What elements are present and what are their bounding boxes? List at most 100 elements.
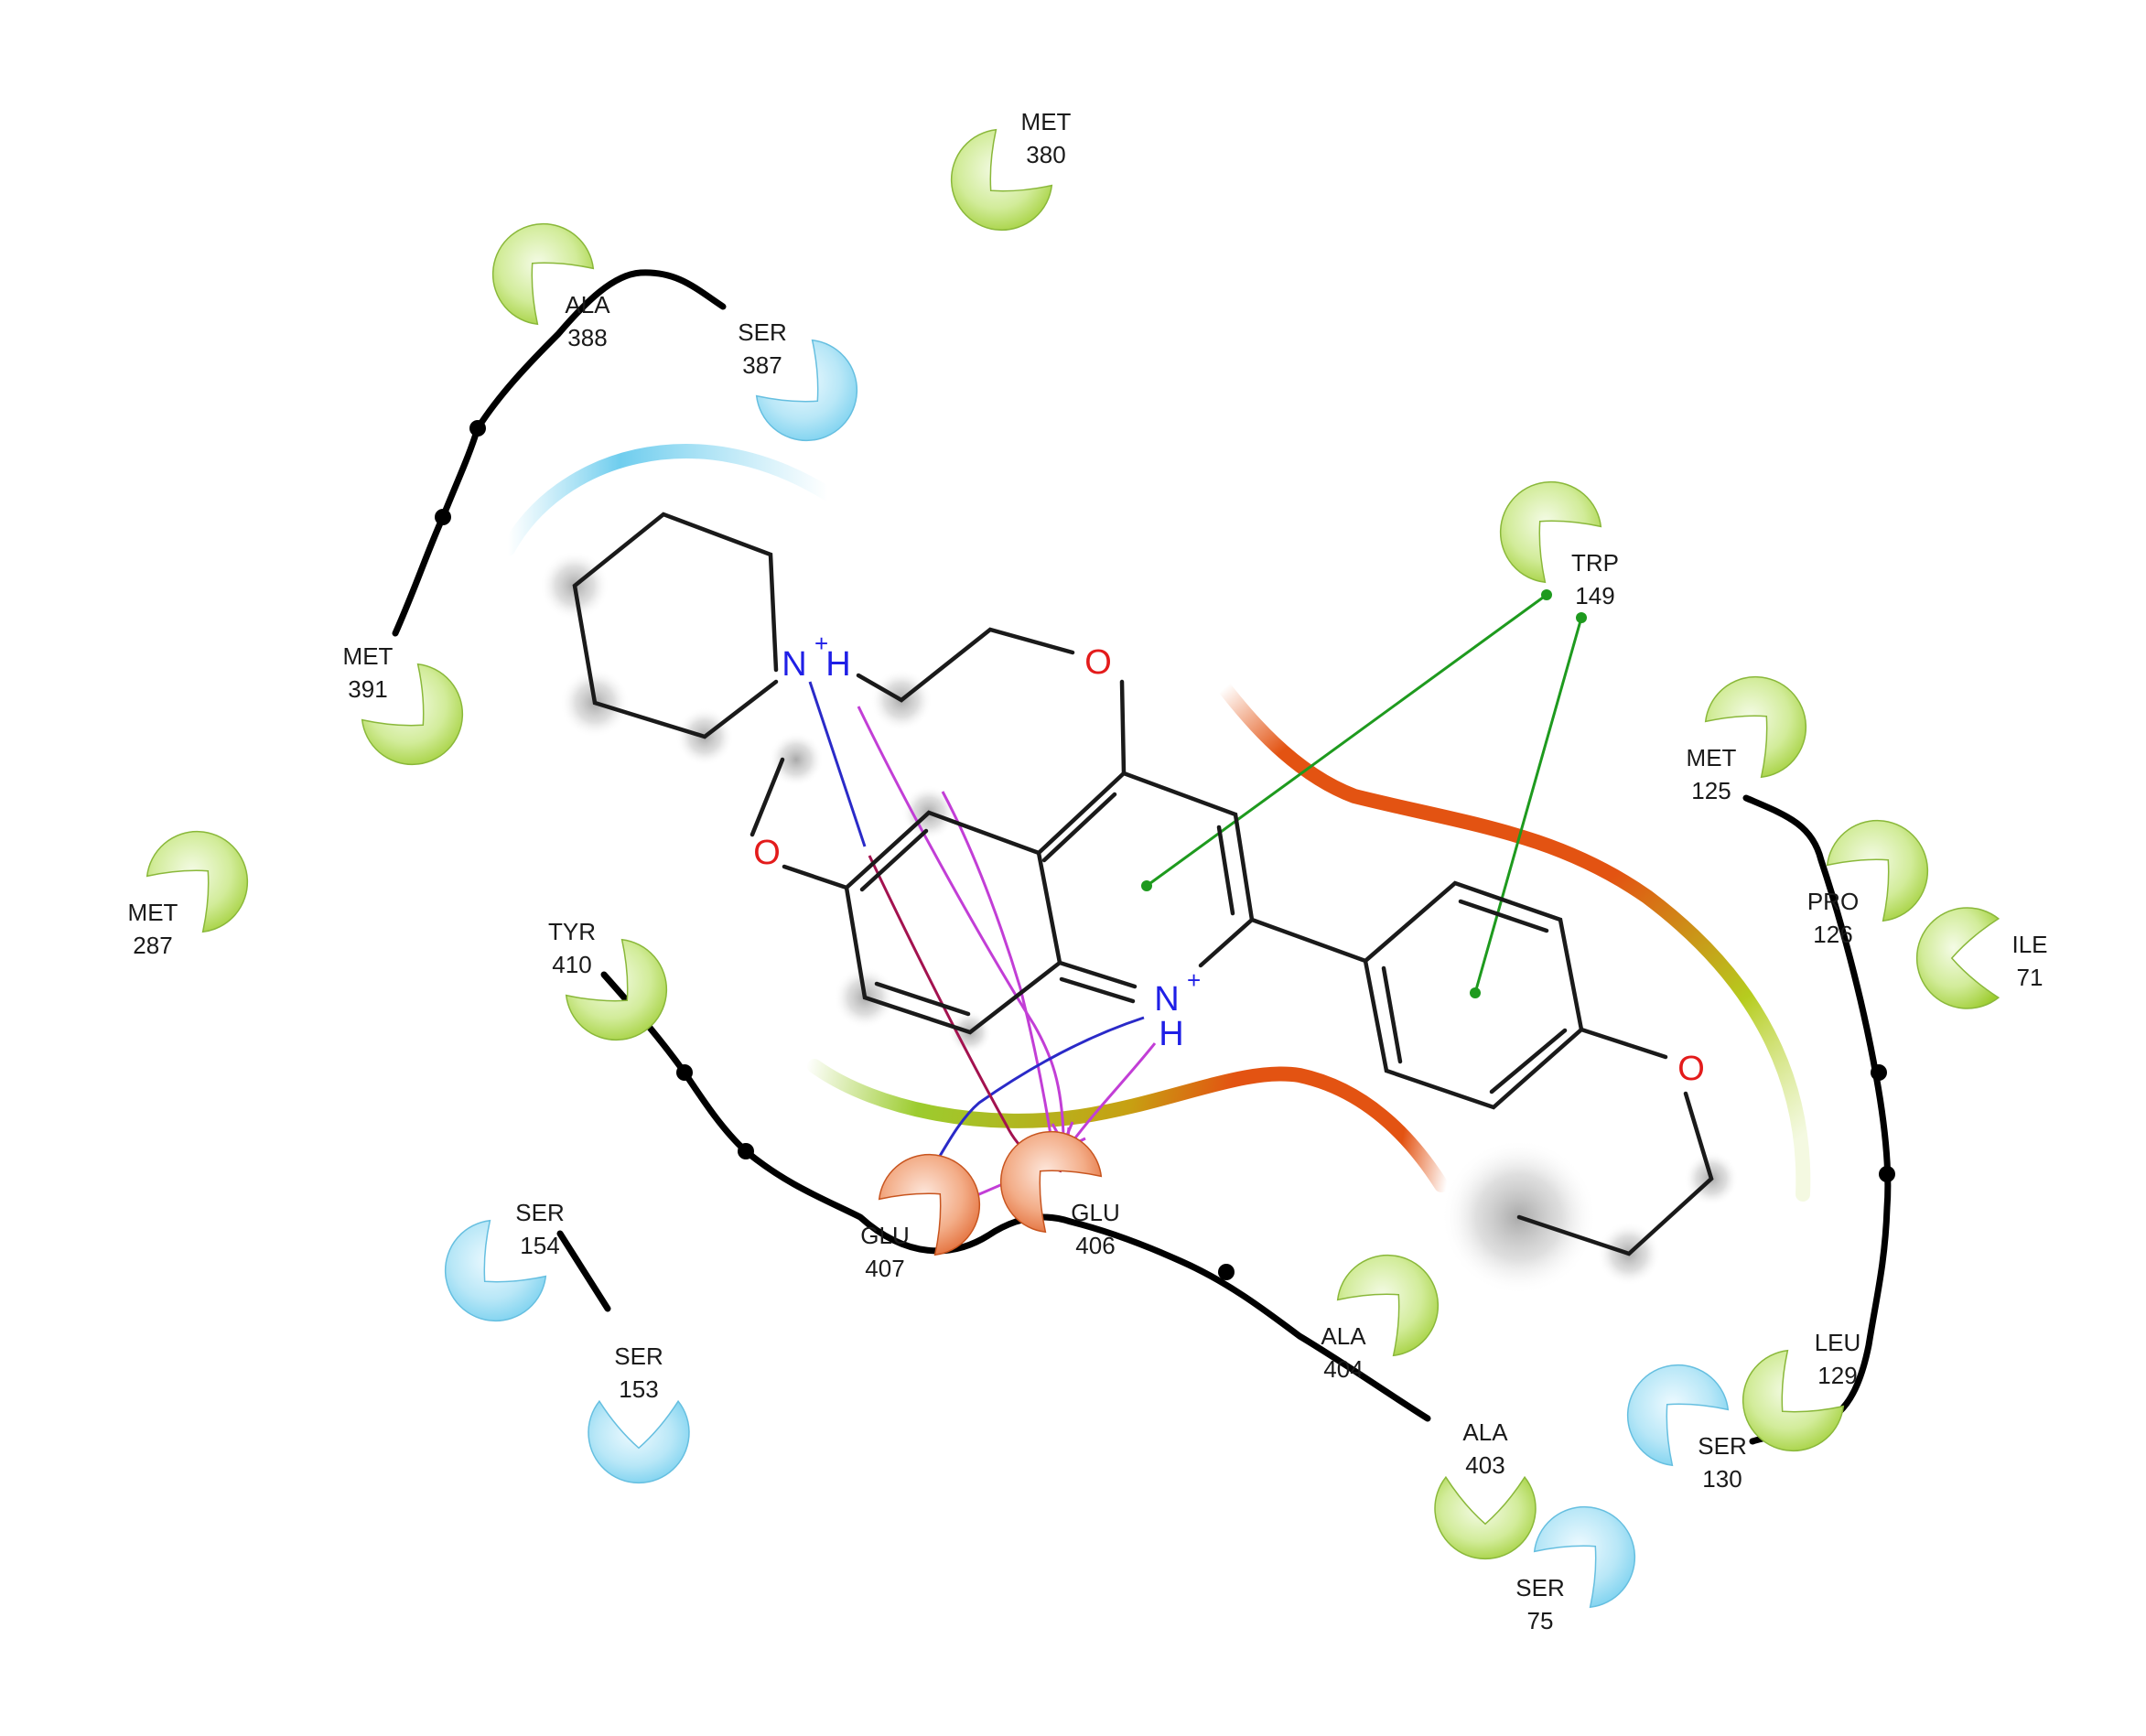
quinoline-nitrogen: N: [1154, 980, 1179, 1019]
residue-name: SER: [1698, 1432, 1746, 1460]
residue-droplet: [1826, 819, 1929, 922]
residue-name: MET: [343, 642, 394, 670]
quinoline-double-bond: [1041, 792, 1117, 863]
phenyl-double-bond: [1458, 899, 1549, 933]
residue-droplet: [1626, 1364, 1730, 1467]
residue-number: 75: [1527, 1607, 1554, 1634]
residue-droplet: [444, 1219, 547, 1322]
pi-stacking-end: [1541, 589, 1552, 600]
residue-droplet: [950, 128, 1053, 232]
mixed-pocket-contour-right: [1164, 606, 1811, 1202]
residue-trp149: TRP 149: [1499, 480, 1619, 609]
ether-bond-top: [1119, 679, 1127, 776]
residue-met125: MET 125: [1687, 675, 1807, 804]
residue-droplet: [1499, 480, 1602, 584]
chain-ser154-ser153: [556, 1230, 611, 1312]
quinoline-bond: [1036, 771, 1127, 856]
residue-number: 154: [520, 1232, 559, 1259]
propoxy-chain: [1516, 1091, 1714, 1256]
residue-droplet: [999, 1130, 1103, 1234]
residue-name: GLU: [860, 1222, 909, 1249]
quinoline-benzo-ring: [844, 810, 1062, 1035]
quinoline-double-bond: [1059, 976, 1136, 1004]
residue-name: ALA: [1462, 1418, 1508, 1446]
pi-stacking-end: [1141, 880, 1152, 891]
mixed-pocket-contour-bottom: [807, 1059, 1449, 1192]
propoxy-oxygen: O: [1677, 1050, 1705, 1088]
quinoline-nitrogen-charge: +: [1187, 966, 1201, 994]
piperidine-nitrogen-charge: +: [814, 630, 828, 657]
pi-stacking-end: [1470, 987, 1481, 998]
residue-number: 126: [1813, 921, 1852, 948]
phenyl-double-bond: [1489, 1028, 1568, 1094]
residue-name: ALA: [1321, 1322, 1366, 1350]
residue-droplet: [361, 663, 464, 766]
residue-name: ALA: [565, 291, 610, 318]
residue-name: GLU: [1071, 1199, 1119, 1226]
quinoline-nitrogen-hydrogen: H: [1159, 1015, 1183, 1053]
polar-pocket-contour: [501, 444, 836, 556]
quinoline-pyridine-ring: [1121, 771, 1255, 968]
methoxy-oxygen: O: [753, 834, 781, 872]
residue-number: 130: [1702, 1465, 1742, 1493]
residue-number: 287: [133, 932, 172, 959]
quinoline-bond: [1036, 850, 1062, 965]
chain-node: [1879, 1166, 1895, 1182]
residue-droplet: [1434, 1475, 1537, 1560]
residue-name: ILE: [2011, 931, 2047, 958]
hbond-line: [857, 706, 1065, 1136]
ether-oxygen: O: [1084, 643, 1112, 682]
residue-ala404: ALA 404: [1321, 1254, 1440, 1383]
chain-node: [676, 1064, 693, 1081]
residue-number: 380: [1026, 141, 1065, 168]
hbond-line: [941, 791, 1052, 1136]
quinoline-double-bond: [1216, 825, 1235, 916]
chain-node: [1871, 1064, 1887, 1081]
chain-node: [435, 509, 451, 525]
pocket-contours: [501, 444, 1811, 1202]
chain-node: [738, 1143, 754, 1159]
residue-name: SER: [614, 1342, 663, 1370]
residue-name: SER: [515, 1199, 564, 1226]
residue-name: SER: [738, 318, 786, 346]
residue-droplet: [1742, 1349, 1845, 1452]
residue-droplet: [588, 1399, 690, 1484]
residue-droplet: [1533, 1505, 1636, 1609]
methoxy-methyl: [749, 757, 785, 837]
aminoethyl-linker: [856, 627, 1075, 703]
residue-name: MET: [128, 899, 178, 926]
residue-name: TRP: [1571, 549, 1619, 577]
residue-name: MET: [1687, 744, 1737, 771]
residue-name: LEU: [1815, 1329, 1861, 1356]
pi-stacking-line: [1146, 593, 1547, 888]
residue-droplet: [1336, 1254, 1440, 1357]
residue-droplet: [146, 830, 249, 933]
residue-number: 404: [1323, 1355, 1363, 1383]
ligand-atoms: N + H N + H O O O: [753, 630, 1705, 1088]
residue-number: 125: [1691, 777, 1731, 804]
chain-node: [1218, 1264, 1235, 1280]
residue-number: 149: [1575, 582, 1614, 609]
residue-ile71: ILE 71: [1915, 907, 2048, 1009]
residue-ser154: SER 154: [444, 1199, 565, 1322]
residue-droplet: [755, 339, 858, 442]
cation-interaction-line: [808, 681, 867, 847]
residue-droplet: [565, 938, 668, 1041]
pi-stacking-end: [1576, 612, 1587, 623]
pi-stacking-line: [1473, 617, 1583, 994]
residue-number: 387: [742, 351, 782, 379]
benzo-double-bond: [859, 828, 929, 892]
chain-tyr410-glu407-glu406-ala404-ala403: [600, 971, 1431, 1422]
hbond-line: [1069, 1042, 1157, 1145]
residue-number: 71: [2017, 964, 2044, 991]
chain-met391-ala388-ser387: [392, 269, 727, 637]
